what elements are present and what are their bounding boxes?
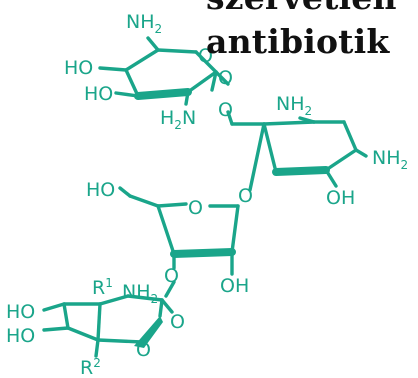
nh2-right-label: NH2 (372, 147, 408, 172)
caption-line-1: szervetlen (206, 0, 397, 17)
r1-label: R1 (92, 276, 113, 299)
ho-label-2: HO (84, 83, 113, 105)
oh-ring-c-label: OH (220, 275, 249, 297)
ring-d-o-label: O (170, 311, 185, 333)
nh2-top-label: NH2 (126, 11, 162, 36)
ho-ring-c-label: HO (86, 179, 115, 201)
nh2-ring-d-label: NH2 (122, 281, 158, 306)
atom-labels: NH2 HO HO O O H2N O NH2 NH2 OH HO O O OH… (6, 11, 408, 378)
nh2-ring-b-label: NH2 (276, 93, 312, 118)
r2-label: R2 (80, 356, 101, 378)
ring-c-oxygen: O (188, 197, 203, 219)
ring-d-oxygen: O (136, 339, 151, 361)
ring-a-oxygen: O (198, 45, 213, 67)
glycosidic-oxygen-ab: O (218, 67, 233, 89)
glycosidic-oxygen-bc: O (238, 185, 253, 207)
ho-label-1: HO (64, 57, 93, 79)
caption-line-2: antibiotik (206, 22, 390, 61)
ring-d (42, 280, 176, 358)
glycosidic-oxygen-cd: O (164, 265, 179, 287)
ho-ring-d-label-2: HO (6, 325, 35, 347)
ring-b (226, 110, 368, 192)
oh-ring-b-label: OH (326, 187, 355, 209)
ring-a (98, 36, 230, 106)
glycosidic-oxygen-b: O (218, 99, 233, 121)
ring-c (118, 186, 240, 276)
ho-ring-d-label-1: HO (6, 301, 35, 323)
h2n-label: H2N (160, 107, 196, 132)
